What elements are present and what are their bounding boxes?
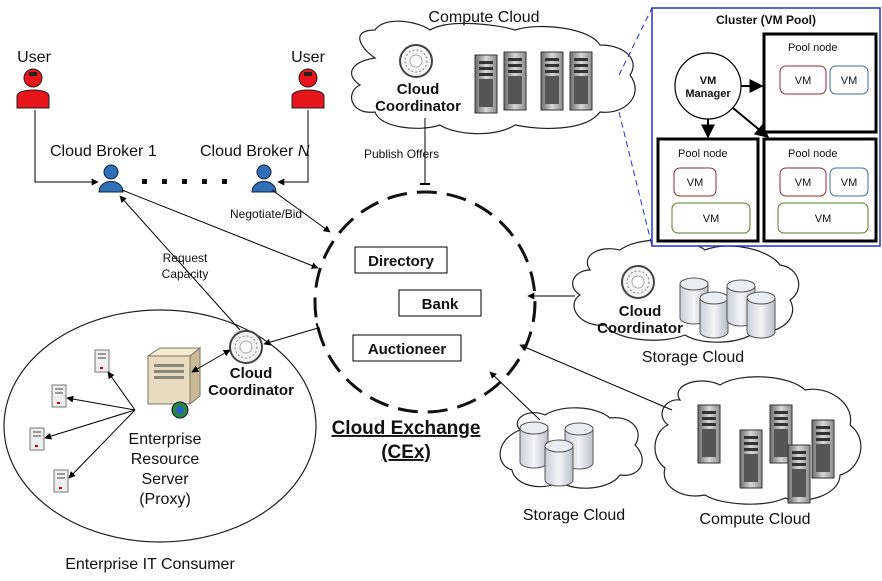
directory-box	[354, 246, 448, 274]
vm-label: VM	[703, 213, 720, 225]
directory-label: Directory	[368, 253, 435, 270]
storage-cloud-bottom-label: Storage Cloud	[523, 507, 625, 524]
ers-to-coord-arrow	[191, 349, 231, 373]
pool-node-label: Pool node	[788, 148, 838, 160]
bank-label: Bank	[422, 296, 459, 313]
compute-cloud-bottom	[654, 376, 862, 505]
server-icon	[739, 429, 763, 489]
pool-node-label: Pool node	[678, 148, 728, 160]
brokerN-negotiate-arrow	[271, 189, 331, 233]
ers-to-pc-arrow	[107, 371, 136, 411]
broker-dots	[142, 179, 227, 184]
vm-label: VM	[795, 177, 812, 189]
publish-offers-label: Publish Offers	[364, 147, 439, 161]
cloud-exchange-circle	[313, 190, 537, 414]
request-capacity-arrow	[119, 195, 241, 331]
compute-cloud-bottom-label: Compute Cloud	[699, 511, 810, 528]
vm-label: VM	[841, 177, 858, 189]
coordinator-gear-icon	[621, 265, 655, 299]
user-icon	[291, 68, 325, 109]
server-icon	[474, 54, 498, 114]
ers-to-pc-arrow	[44, 409, 136, 440]
enterprise-boundary	[3, 309, 317, 543]
storage-cloud-right-label: Storage Cloud	[642, 349, 744, 366]
cluster-title: Cluster (VM Pool)	[716, 13, 816, 27]
vm-label: VM	[687, 177, 704, 189]
vm-label: VM	[795, 75, 812, 87]
auctioneer-label: Auctioneer	[368, 341, 447, 358]
storage-bottom-to-cex-arrow	[489, 371, 541, 421]
broker-1-label: Cloud Broker 1	[50, 143, 157, 160]
pool-node-label: Pool node	[788, 42, 838, 54]
storage-cylinder-icon	[519, 421, 549, 469]
storage-cloud-bottom	[499, 407, 643, 489]
pc-icon	[29, 427, 45, 451]
cloud-exchange-label: Cloud Exchange	[332, 418, 481, 439]
storage-cylinder-icon	[746, 291, 776, 339]
pc-icon	[51, 384, 67, 408]
bank-box	[398, 289, 482, 317]
compute-cloud-top-title: Compute Cloud	[428, 9, 539, 26]
vm-label: VM	[815, 213, 832, 225]
pc-icon	[53, 469, 69, 493]
enterprise-server-icon	[146, 346, 202, 419]
coordinator-gear-icon	[399, 44, 433, 78]
compute-cloud-top	[350, 20, 636, 135]
broker-n-label: Cloud Broker N	[200, 143, 310, 160]
ers-to-pc-arrow	[68, 409, 136, 479]
broker1-negotiate-arrow	[121, 189, 319, 269]
user-label: User	[291, 49, 325, 66]
auctioneer-box	[352, 334, 462, 362]
negotiate-bid-label: Negotiate/Bid	[230, 207, 302, 221]
vm-label: VM	[841, 75, 858, 87]
server-icon	[503, 51, 527, 111]
cex-abbrev-label: (CEx)	[381, 442, 431, 463]
user1-to-broker1-arrow	[34, 110, 99, 186]
storage-cylinder-icon	[544, 439, 574, 487]
broker-icon	[251, 164, 277, 193]
cluster-vm-pool	[618, 7, 881, 247]
enterprise-coord-to-cex-arrow	[263, 322, 321, 346]
broker-icon	[98, 164, 124, 193]
storage-cylinder-icon	[699, 291, 729, 339]
server-icon	[811, 419, 835, 479]
user-label: User	[17, 49, 51, 66]
server-icon	[697, 404, 721, 464]
ers-to-pc-arrow	[66, 395, 136, 411]
server-icon	[540, 51, 564, 111]
coordinator-gear-icon	[229, 330, 263, 364]
userN-to-brokerN-arrow	[277, 110, 309, 186]
server-icon	[787, 444, 811, 504]
pc-icon	[94, 349, 110, 373]
user-icon	[16, 68, 50, 109]
compute-bottom-to-cex-arrow	[519, 344, 673, 411]
server-icon	[569, 51, 593, 111]
enterprise-consumer-label: Enterprise IT Consumer	[65, 556, 235, 573]
